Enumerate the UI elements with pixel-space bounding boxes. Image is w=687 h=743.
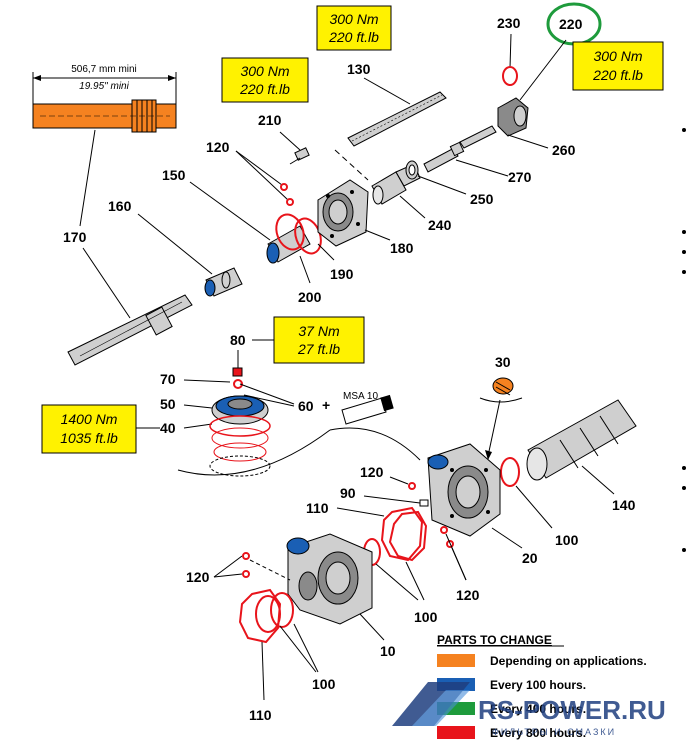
- label-190: 190: [330, 266, 354, 282]
- label-70: 70: [160, 371, 176, 387]
- label-260: 260: [552, 142, 576, 158]
- legend-label-red: Every 800 hours.: [490, 726, 586, 740]
- fitting-260: [497, 97, 529, 137]
- dimension-annotation: 506,7 mm mini 19.95" mini: [32, 64, 177, 105]
- svg-text:1035 ft.lb: 1035 ft.lb: [60, 430, 118, 446]
- label-240: 240: [428, 217, 452, 233]
- torque-box-80: 37 Nm 27 ft.lb: [273, 316, 365, 364]
- label-10: 10: [380, 643, 396, 659]
- label-100-right: 100: [555, 532, 579, 548]
- label-80: 80: [230, 332, 246, 348]
- label-30: 30: [495, 354, 511, 370]
- nut-250: [405, 160, 419, 180]
- cylinder-150: [266, 225, 311, 264]
- watermark-logo: RS-POWER.RU ФИЛЬТРЫ И СМАЗКИ: [392, 682, 666, 737]
- legend-label-blue: Every 100 hours.: [490, 678, 586, 692]
- svg-text:220 ft.lb: 220 ft.lb: [239, 81, 290, 97]
- legend-swatch-orange: [437, 654, 475, 667]
- bolt-270: [423, 125, 497, 173]
- svg-text:37 Nm: 37 Nm: [298, 323, 340, 339]
- legend-label-orange: Depending on applications.: [490, 654, 647, 668]
- plus-sign: +: [322, 397, 330, 413]
- torque-box-220: 300 Nm 220 ft.lb: [572, 41, 664, 91]
- torque-box-40: 1400 Nm 1035 ft.lb: [41, 404, 137, 454]
- shaft-170: [67, 294, 193, 366]
- label-270: 270: [508, 169, 532, 185]
- label-230: 230: [497, 15, 521, 31]
- svg-text:300 Nm: 300 Nm: [593, 48, 642, 64]
- torque-box-210: 300 Nm 220 ft.lb: [221, 57, 309, 103]
- svg-text:220 ft.lb: 220 ft.lb: [328, 29, 379, 45]
- bolt-80: [232, 367, 243, 377]
- label-50: 50: [160, 396, 176, 412]
- svg-text:220 ft.lb: 220 ft.lb: [592, 67, 643, 83]
- housing-20: [427, 443, 501, 537]
- shaft-140: [526, 399, 637, 481]
- label-110-mid: 110: [306, 500, 329, 516]
- sleeve-160: [204, 267, 243, 297]
- dimension-metric: 506,7 mm mini: [71, 64, 137, 75]
- label-100-mid: 100: [414, 609, 438, 625]
- label-250: 250: [470, 191, 494, 207]
- label-140: 140: [612, 497, 636, 513]
- label-200: 200: [298, 289, 322, 305]
- svg-text:27 ft.lb: 27 ft.lb: [297, 341, 340, 357]
- label-120-top: 120: [206, 139, 230, 155]
- label-210: 210: [258, 112, 282, 128]
- grease-tube-msa10: [341, 394, 394, 425]
- spring-30: [492, 377, 514, 396]
- legend-swatch-red: [437, 726, 475, 739]
- legend-label-green: Every 400 hours.: [490, 702, 586, 716]
- label-110-bottom: 110: [249, 707, 272, 723]
- legend-title: PARTS TO CHANGE: [437, 633, 552, 647]
- flange-180: [317, 179, 369, 247]
- watermark-tagline: ФИЛЬТРЫ И СМАЗКИ: [492, 727, 616, 737]
- svg-text:300 Nm: 300 Nm: [240, 63, 289, 79]
- label-120-mid: 120: [360, 464, 384, 480]
- label-40: 40: [160, 420, 176, 436]
- label-130: 130: [347, 61, 371, 77]
- watermark-brand: RS-POWER.RU: [478, 695, 666, 725]
- label-220: 220: [559, 16, 583, 32]
- label-170: 170: [63, 229, 87, 245]
- label-20: 20: [522, 550, 538, 566]
- label-100-bottom: 100: [312, 676, 336, 692]
- legend: PARTS TO CHANGE Depending on application…: [437, 633, 647, 740]
- label-120-left: 120: [186, 569, 210, 585]
- label-180: 180: [390, 240, 414, 256]
- label-120-right: 120: [456, 587, 480, 603]
- gear-assembly-40-50: [209, 395, 271, 477]
- dimension-imperial: 19.95" mini: [79, 81, 129, 92]
- housing-10: [286, 533, 373, 625]
- label-60: 60: [298, 398, 314, 414]
- bolt-210: [289, 147, 310, 165]
- right-edge-bullets: [682, 128, 686, 552]
- label-160: 160: [108, 198, 132, 214]
- svg-text:300 Nm: 300 Nm: [329, 11, 378, 27]
- rod-130: [347, 91, 447, 147]
- label-msa10: MSA 10: [343, 391, 378, 402]
- svg-text:1400 Nm: 1400 Nm: [61, 411, 118, 427]
- label-150: 150: [162, 167, 186, 183]
- orange-shaft: [32, 99, 177, 133]
- label-90: 90: [340, 485, 356, 501]
- torque-box-130: 300 Nm 220 ft.lb: [316, 5, 392, 51]
